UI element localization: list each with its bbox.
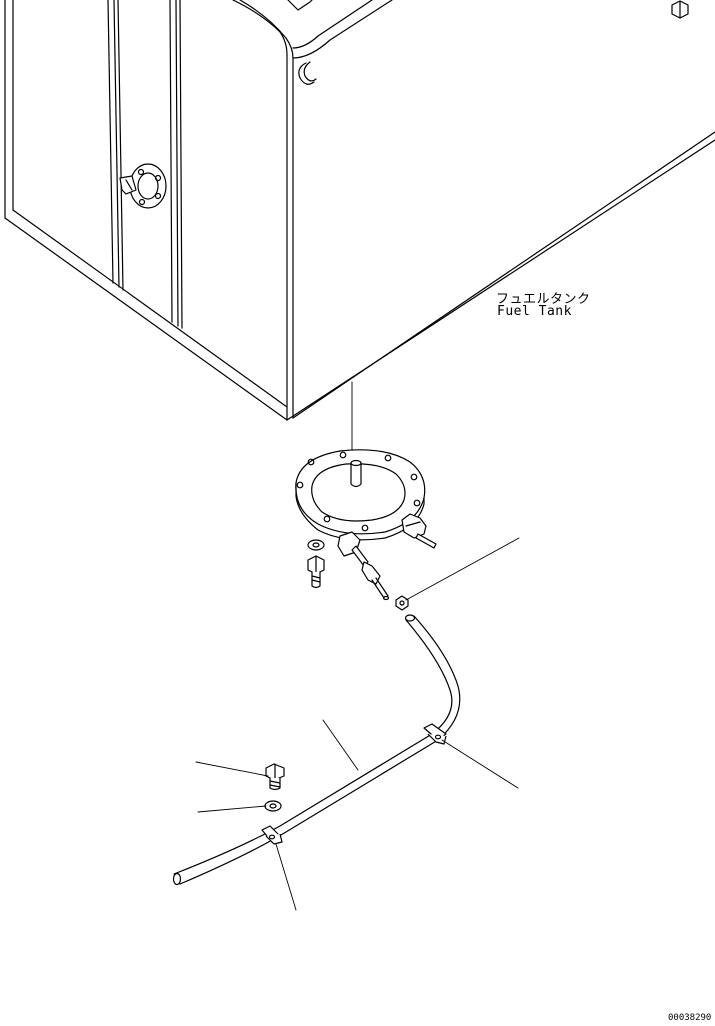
- clip-bolt: [265, 763, 285, 791]
- bolt-leader: [195, 761, 269, 777]
- drain-flange-assembly: [295, 449, 437, 601]
- lower-clip-leader: [275, 843, 297, 911]
- drawing-number: 00038290: [668, 1013, 712, 1023]
- drain-hose: [172, 614, 461, 886]
- fuel-tank-label-jp: フュエルタンク: [496, 292, 591, 307]
- washer-leader: [197, 805, 267, 813]
- nut-leader: [405, 537, 520, 601]
- fuel-tank-body: [4, 0, 715, 421]
- hose-nut: [395, 595, 409, 611]
- side-sensor-flange: [119, 163, 167, 209]
- clip-washer: [264, 800, 282, 812]
- hose-leader: [322, 719, 359, 771]
- flange-washer: [307, 539, 325, 551]
- upper-clip-leader: [441, 739, 519, 789]
- fuel-tank-label-en: Fuel Tank: [497, 304, 572, 319]
- flange-bolt: [307, 555, 325, 589]
